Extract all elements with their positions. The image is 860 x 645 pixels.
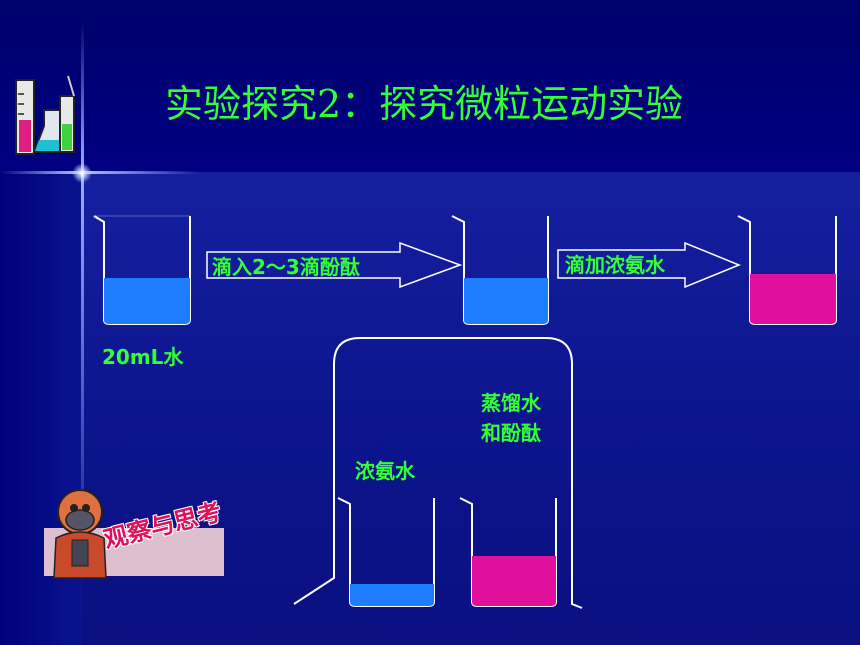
- sparkle-line-vertical: [81, 20, 84, 645]
- step-arrow-2: [557, 242, 741, 288]
- beaker-liquid: [464, 278, 548, 324]
- scientist-illustration-icon: [44, 489, 224, 579]
- sparkle-line-horizontal: [0, 171, 200, 174]
- water-volume-label: 20mL水: [102, 345, 184, 369]
- step-2-label: 滴加浓氨水: [565, 253, 665, 277]
- distilled-water-label-line1: 蒸馏水: [481, 391, 541, 415]
- beaker-liquid: [472, 556, 556, 606]
- beaker-distilled-phenolphthalein: [459, 497, 557, 607]
- beaker-liquid: [350, 584, 434, 606]
- observe-think-badge: 观察与思考: [42, 478, 224, 580]
- beaker-with-phenolphthalein: [451, 215, 549, 325]
- step-1-label: 滴入2～3滴酚酞: [212, 255, 360, 279]
- header-band: [0, 0, 860, 172]
- sparkle-star: [72, 163, 92, 183]
- step-arrow-1: [206, 242, 462, 288]
- beaker-water: [93, 215, 191, 325]
- slide-title: 实验探究2：探究微粒运动实验: [165, 82, 684, 126]
- distilled-water-label-line2: 和酚酞: [481, 421, 541, 445]
- ammonia-label: 浓氨水: [355, 459, 415, 483]
- lab-glassware-icon: [15, 75, 75, 155]
- beaker-pink-result: [737, 215, 837, 325]
- beaker-liquid: [104, 278, 190, 324]
- glass-enclosure: [293, 337, 583, 609]
- beaker-ammonia: [337, 497, 435, 607]
- beaker-liquid: [750, 274, 836, 324]
